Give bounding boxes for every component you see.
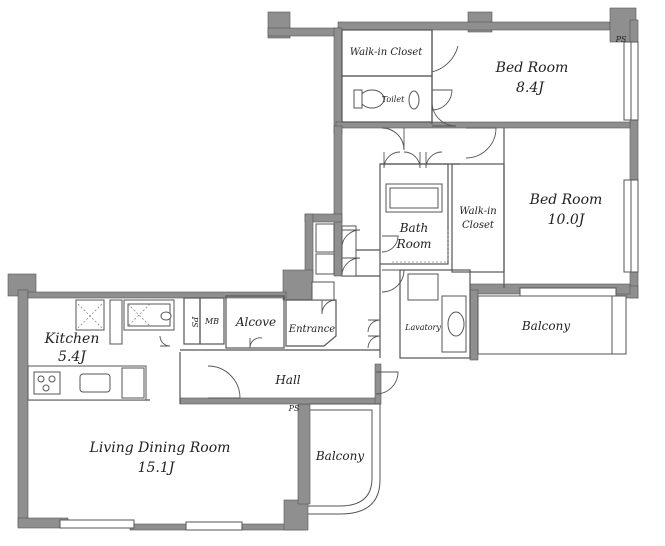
walk-in-closet-mid-label-1: Walk-in [459, 206, 496, 217]
windows [59, 41, 639, 531]
ps-kitchen-label: PS [190, 316, 199, 328]
bath-room-label-2: Room [396, 237, 432, 251]
bed-room-1-size: 8.4J [516, 80, 545, 96]
bath-room-label-1: Bath [399, 221, 429, 235]
alcove-label: Alcove [235, 315, 276, 329]
kitchen-size: 5.4J [58, 349, 87, 365]
dashed-guides [77, 230, 449, 329]
toilet-label: Toilet [382, 95, 405, 104]
mb-label: MB [204, 317, 219, 326]
walk-in-closet-mid-label-2: Closet [462, 220, 495, 231]
ps-hall-label: PS [288, 404, 300, 413]
balcony-right-label: Balcony [521, 319, 570, 333]
kitchen-label: Kitchen [44, 331, 100, 347]
balcony-bottom-label: Balcony [315, 449, 364, 463]
entrance-label: Entrance [288, 324, 336, 335]
interior-partitions [28, 29, 505, 404]
hall-label: Hall [274, 373, 300, 387]
bed-room-1-label: Bed Room [495, 60, 569, 76]
ps-top-right-label: PS [615, 35, 627, 44]
lavatory-label: Lavatory [404, 323, 441, 332]
exterior-walls [7, 7, 639, 531]
bed-room-2-size: 10.0J [548, 212, 586, 228]
living-dining-label: Living Dining Room [89, 440, 231, 456]
walk-in-closet-top-label: Walk-in Closet [350, 47, 424, 58]
fixtures [27, 89, 467, 401]
living-dining-size: 15.1J [138, 460, 176, 476]
room-labels: Walk-in Closet Bed Room 8.4J Toilet Bed … [44, 35, 627, 476]
doors [159, 36, 497, 399]
bed-room-2-label: Bed Room [529, 192, 603, 208]
